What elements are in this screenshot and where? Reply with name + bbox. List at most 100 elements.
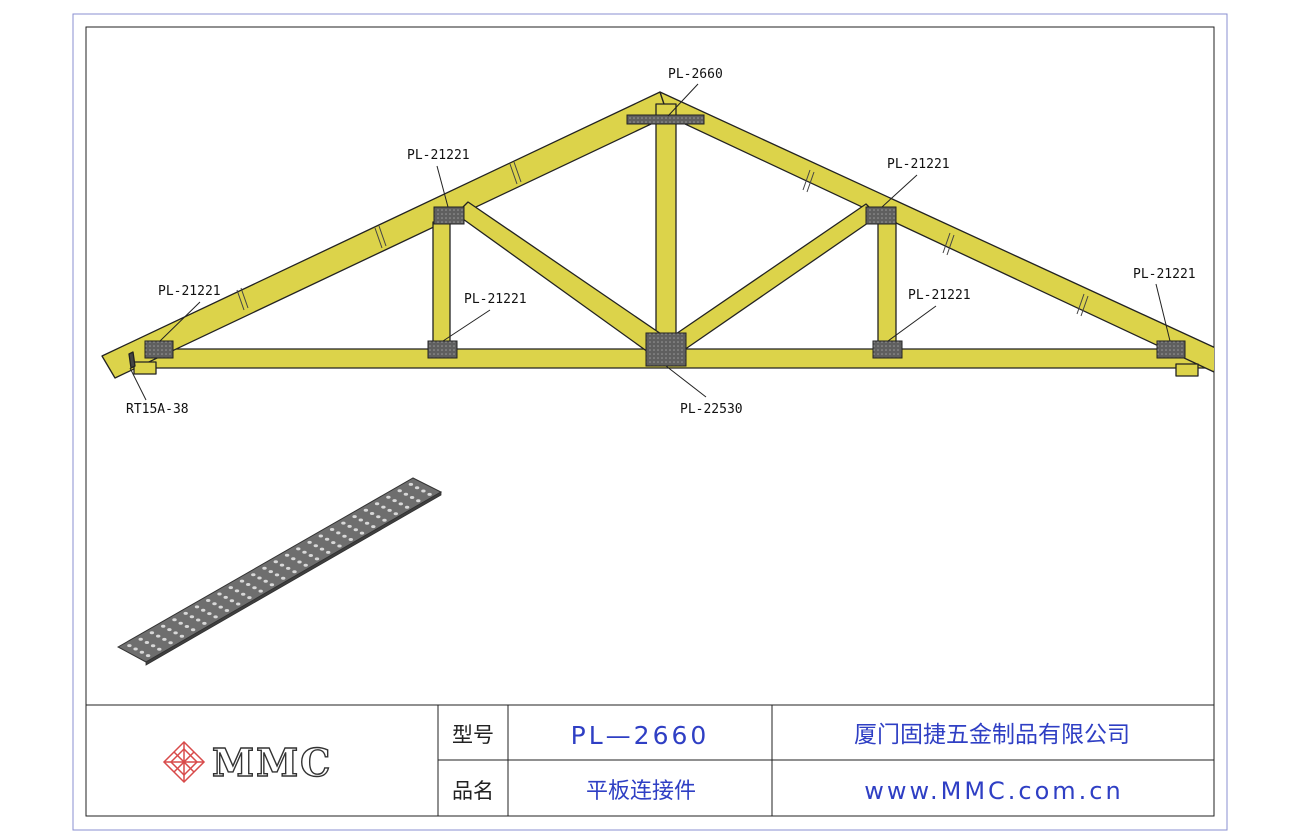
plate-hole xyxy=(239,579,245,583)
plate-hole xyxy=(241,592,246,596)
plate-hole xyxy=(269,583,275,587)
plate-apex xyxy=(626,114,705,125)
outer-frame xyxy=(72,13,1228,831)
plate-hole xyxy=(408,482,414,486)
plate-hole xyxy=(279,563,285,567)
plate-hole xyxy=(183,611,188,615)
label-heel-left: PL-21221 xyxy=(158,284,221,299)
right-diagonal-web xyxy=(669,203,879,351)
mmc-logo: MMC xyxy=(162,739,332,786)
plate-hole xyxy=(382,518,387,522)
plate-hole xyxy=(196,618,201,622)
right-rafter xyxy=(659,91,1214,373)
plate-hole xyxy=(353,528,358,532)
plate-hole xyxy=(133,647,138,651)
plate-hole xyxy=(167,628,172,632)
plate-hole xyxy=(247,596,252,600)
plate-hole xyxy=(206,599,211,602)
plate-hole xyxy=(178,621,183,625)
plate-hole xyxy=(427,492,432,496)
plate-hole xyxy=(257,576,262,580)
label-center: PL-22530 xyxy=(680,402,743,417)
plate-hole xyxy=(393,512,398,516)
plate-hole xyxy=(202,621,207,625)
roof-truss xyxy=(101,91,1214,379)
plate-hole xyxy=(308,554,313,557)
plate-hole xyxy=(364,521,370,525)
plate-hole xyxy=(387,508,392,512)
right-support-block xyxy=(1175,363,1199,377)
left-vertical-web xyxy=(432,221,451,350)
plate-hole xyxy=(363,508,369,512)
plate-hole xyxy=(207,612,212,616)
plate-hole xyxy=(172,618,177,622)
plate-hole xyxy=(296,547,301,551)
plate-hole xyxy=(194,605,200,609)
plate-hole xyxy=(149,631,155,635)
plate-hole xyxy=(374,502,380,506)
plate-hole xyxy=(416,499,421,503)
plate-hole xyxy=(127,644,132,648)
plate-hole xyxy=(414,486,420,490)
plate-hole xyxy=(386,495,391,499)
plate-hole xyxy=(274,573,280,577)
plate-hole xyxy=(326,550,331,554)
plate-hole xyxy=(217,592,222,596)
plate-hole xyxy=(258,589,263,593)
left-rafter xyxy=(101,91,669,379)
plate-hole xyxy=(173,631,178,635)
plate-hole xyxy=(150,644,156,648)
left-support-block xyxy=(133,361,157,375)
plate-hole xyxy=(404,505,410,509)
plate-hole xyxy=(168,641,173,645)
plate-hole xyxy=(358,518,363,522)
plate-hole xyxy=(359,531,365,535)
plate-hole xyxy=(229,599,235,603)
label-apex: PL-2660 xyxy=(668,67,723,82)
plate-hole xyxy=(161,624,166,628)
plate-hole xyxy=(392,499,397,503)
logo-text: MMC xyxy=(212,740,332,785)
plate-hole xyxy=(213,615,218,619)
plate-hole xyxy=(201,608,206,612)
inner-frame xyxy=(85,26,1215,817)
plate-hole xyxy=(381,505,386,509)
plate-hole xyxy=(342,534,347,538)
plate-hole xyxy=(138,637,143,641)
plate-hole xyxy=(292,570,297,574)
left-diagonal-web xyxy=(455,201,665,353)
label-heel-right: PL-21221 xyxy=(1133,267,1196,282)
plate-hole xyxy=(246,583,251,586)
label-top-right: PL-21221 xyxy=(887,157,950,172)
king-post xyxy=(655,103,677,350)
label-hanger: RT15A-38 xyxy=(126,402,189,417)
plate-hole xyxy=(352,515,357,519)
company-name: 厦门固捷五金制品有限公司 xyxy=(854,722,1130,748)
leader-lines xyxy=(129,83,1171,401)
plate-hole xyxy=(329,528,335,531)
label-bottom-left: PL-21221 xyxy=(464,292,527,307)
plate-hole xyxy=(403,492,409,496)
plate-heel-right xyxy=(1156,340,1186,359)
plate-hole xyxy=(341,521,346,525)
plate-hole xyxy=(409,496,415,499)
connector-plates xyxy=(144,114,1186,367)
plate-hole xyxy=(190,628,196,632)
plate-hole xyxy=(318,534,323,538)
plate-hole xyxy=(144,641,150,644)
plate-hole xyxy=(224,609,230,612)
plate-hole xyxy=(268,570,273,574)
plate-hole xyxy=(291,557,296,561)
plate-hole xyxy=(236,602,241,606)
plate-hole xyxy=(252,586,257,590)
model-label: 型号 xyxy=(452,723,494,747)
plate-hole xyxy=(398,502,403,506)
plate-hole xyxy=(369,512,375,515)
plate-hole xyxy=(307,540,312,544)
plate-hole xyxy=(286,566,291,570)
plate-hole xyxy=(348,538,353,541)
plate-hole xyxy=(314,557,320,561)
plate-hole xyxy=(223,595,228,599)
plate-hole xyxy=(273,560,278,564)
callout-labels: PL-2660 PL-21221 PL-21221 PL-21221 PL-21… xyxy=(126,67,1196,417)
